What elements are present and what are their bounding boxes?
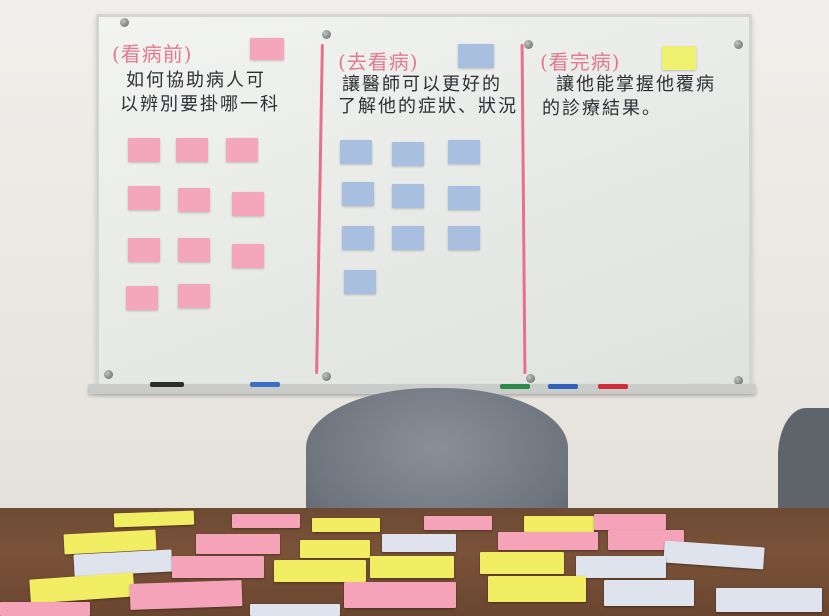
sticky-note [178,284,210,308]
sticky-note [342,226,374,250]
marker [548,384,578,389]
table-card [524,516,594,532]
marker [150,382,184,387]
table-card [0,602,90,616]
sticky-note [340,140,372,164]
table-card [480,552,564,574]
column-heading: (看病前) [112,42,193,66]
board-pin [526,374,535,383]
board-pin [734,376,743,385]
table-card [370,556,454,578]
sticky-note [176,138,208,162]
marker [500,384,530,389]
table-card [312,518,380,532]
sticky-note [126,286,158,310]
table-card [576,556,666,578]
column-goal-line: 的診療結果。 [542,98,662,119]
table-card [250,604,340,616]
column-heading: (去看病) [338,50,419,74]
sticky-note [662,46,696,70]
table-card [300,540,370,558]
board-pin [120,18,129,27]
table-card [424,516,492,530]
sticky-note [226,138,258,162]
table-card [196,534,280,554]
sticky-note [392,184,424,208]
board-pin [524,40,533,49]
sticky-note [448,186,480,210]
sticky-note [342,182,374,206]
table-card [274,560,366,582]
sticky-note [458,44,494,68]
board-pin [322,372,331,381]
table-card [113,510,195,528]
column-heading: (看完病) [540,50,621,74]
board-pin [734,40,743,49]
table-card [716,588,822,612]
column-goal-line: 以辨別要掛哪一科 [120,94,280,115]
table-card [172,556,264,578]
sticky-note [392,226,424,250]
sticky-note [178,238,210,262]
sticky-note [250,38,284,60]
column-goal-line: 讓醫師可以更好的 [342,74,502,95]
sticky-note [448,226,480,250]
sticky-note [128,238,160,262]
sticky-note [344,270,376,294]
table-card [604,580,694,606]
board-pin [322,30,331,39]
sticky-note [128,138,160,162]
sticky-note [128,186,160,210]
table-card [129,580,243,610]
column-goal-line: 了解他的症狀、狀況 [338,96,518,117]
board-pin [104,370,113,379]
sticky-note [448,140,480,164]
marker [250,382,280,387]
sticky-note [178,188,210,212]
column-goal-line: 讓他能掌握他覆病 [556,74,716,95]
sticky-note [232,192,264,216]
sticky-note [392,142,424,166]
table-card [594,514,666,530]
table-card [488,576,586,602]
sticky-note [232,244,264,268]
table-card [344,582,456,608]
marker [598,384,628,389]
table-card [232,514,300,528]
table-card [498,532,598,550]
table-card [382,534,456,552]
column-goal-line: 如何協助病人可 [126,70,266,91]
